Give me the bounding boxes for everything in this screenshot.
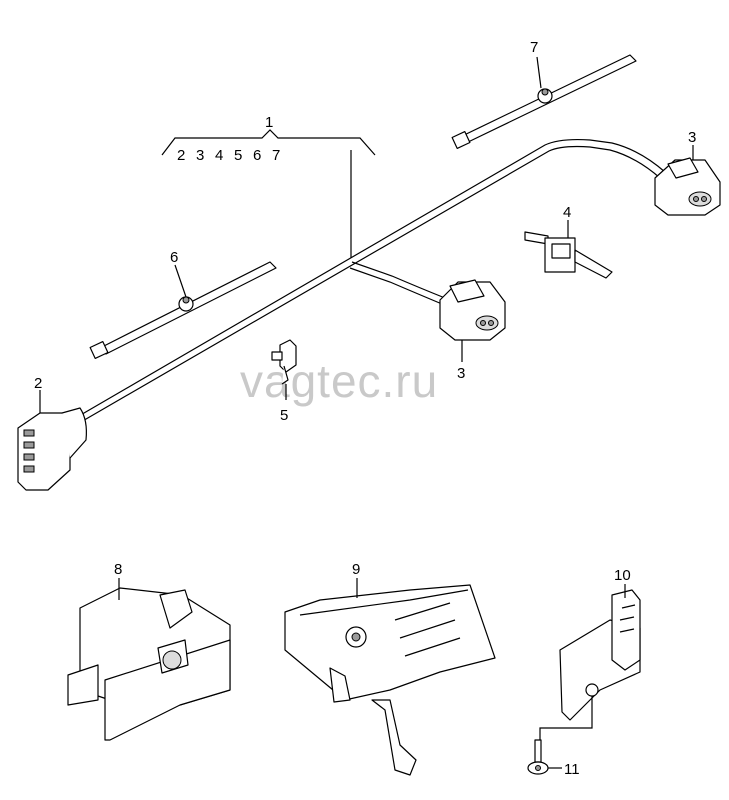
bracket-8[interactable] (67, 578, 231, 741)
connector-plug-2[interactable] (17, 390, 87, 491)
cable-tie-7[interactable] (451, 54, 637, 149)
callout-1-sub-6: 6 (253, 147, 261, 164)
callout-1-sub-7: 7 (272, 147, 280, 164)
bracket-10[interactable] (539, 584, 641, 740)
callout-3-upper[interactable]: 3 (688, 129, 696, 146)
callout-5[interactable]: 5 (280, 407, 288, 424)
holder-clip-4[interactable] (524, 220, 613, 279)
wiring-harness[interactable] (71, 138, 666, 427)
callout-11[interactable]: 11 (564, 761, 580, 778)
callout-2[interactable]: 2 (34, 375, 42, 392)
callout-9[interactable]: 9 (352, 561, 360, 578)
callout-8[interactable]: 8 (114, 561, 122, 578)
cover-9[interactable] (284, 578, 496, 776)
callout-1-sub-4: 4 (215, 147, 223, 164)
callout-1-bracket (161, 129, 376, 258)
callout-1-sub-5: 5 (234, 147, 242, 164)
callout-1[interactable]: 1 (265, 114, 273, 131)
callout-4[interactable]: 4 (563, 204, 571, 221)
watermark-text: vagtec.ru (240, 355, 438, 407)
clip-5[interactable] (271, 339, 297, 400)
cable-tie-6[interactable] (89, 261, 277, 359)
callout-6[interactable]: 6 (170, 249, 178, 266)
connector-3-upper[interactable] (654, 145, 721, 216)
connector-3-middle[interactable] (439, 279, 506, 362)
callout-3-middle[interactable]: 3 (457, 365, 465, 382)
callout-10[interactable]: 10 (614, 567, 631, 584)
callout-7[interactable]: 7 (530, 39, 538, 56)
callout-1-sub-3: 3 (196, 147, 204, 164)
bolt-11[interactable] (527, 739, 562, 775)
callout-1-sub-2: 2 (177, 147, 185, 164)
